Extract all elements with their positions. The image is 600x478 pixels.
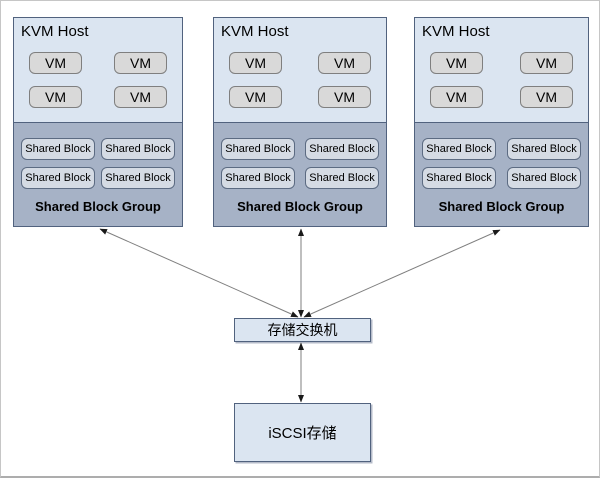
shared-block-node: Shared Block [305,167,379,189]
shared-block-group-label: Shared Block Group [35,199,161,214]
connector-host3-switch [303,229,501,318]
shared-block-node: Shared Block [101,167,175,189]
kvm-host-vm-section: KVM Host VM VM VM VM [415,18,588,122]
shared-block-node: Shared Block [221,167,295,189]
shared-block-node: Shared Block [221,138,295,160]
shared-block-node: Shared Block [422,138,496,160]
iscsi-storage-node: iSCSI存储 [234,403,371,462]
shared-block-node: Shared Block [305,138,379,160]
vm-grid: VM VM VM VM [415,52,588,108]
vm-node: VM [430,52,483,74]
shared-block-grid: Shared Block Shared Block Shared Block S… [415,138,588,189]
vm-node: VM [29,52,82,74]
vm-node: VM [430,86,483,108]
shared-block-node: Shared Block [422,167,496,189]
kvm-host-node-3: KVM Host VM VM VM VM Shared Block Shared… [414,17,589,227]
vm-node: VM [29,86,82,108]
kvm-host-node-2: KVM Host VM VM VM VM Shared Block Shared… [213,17,387,227]
shared-block-group-label: Shared Block Group [237,199,363,214]
vm-node: VM [114,86,167,108]
vm-node: VM [520,86,573,108]
kvm-host-title: KVM Host [422,23,490,40]
kvm-host-title: KVM Host [221,23,289,40]
kvm-host-node-1: KVM Host VM VM VM VM Shared Block Shared… [13,17,183,227]
kvm-host-title: KVM Host [21,23,89,40]
shared-block-group-section: Shared Block Shared Block Shared Block S… [415,122,588,226]
vm-grid: VM VM VM VM [14,52,182,108]
vm-node: VM [229,52,282,74]
shared-block-grid: Shared Block Shared Block Shared Block S… [14,138,182,189]
kvm-host-vm-section: KVM Host VM VM VM VM [14,18,182,122]
kvm-host-vm-section: KVM Host VM VM VM VM [214,18,386,122]
shared-block-group-section: Shared Block Shared Block Shared Block S… [14,122,182,226]
shared-block-group-label: Shared Block Group [438,199,565,214]
shared-block-node: Shared Block [101,138,175,160]
shared-block-node: Shared Block [507,138,581,160]
shared-block-grid: Shared Block Shared Block Shared Block S… [214,138,386,189]
connector-host1-switch [99,228,299,318]
shared-block-node: Shared Block [21,167,95,189]
vm-node: VM [318,86,371,108]
vm-node: VM [229,86,282,108]
shared-block-node: Shared Block [21,138,95,160]
vm-node: VM [318,52,371,74]
shared-block-group-section: Shared Block Shared Block Shared Block S… [214,122,386,226]
vm-node: VM [520,52,573,74]
vm-node: VM [114,52,167,74]
shared-block-node: Shared Block [507,167,581,189]
storage-switch-node: 存储交换机 [234,318,371,342]
vm-grid: VM VM VM VM [214,52,386,108]
